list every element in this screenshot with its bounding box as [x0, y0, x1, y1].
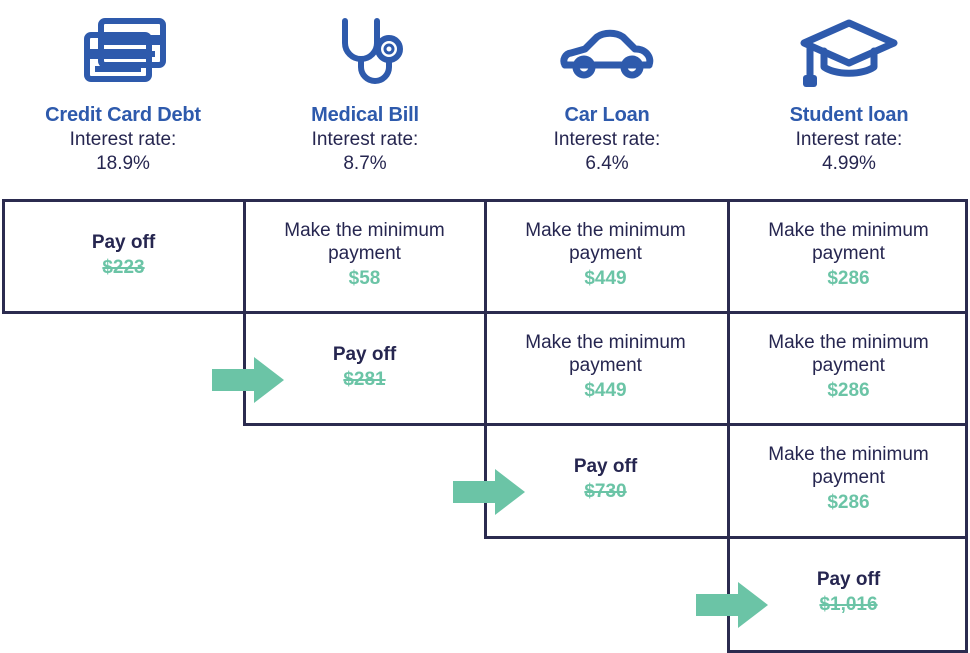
debt-name: Student loan — [789, 104, 909, 126]
graduation-cap-icon — [794, 10, 904, 102]
schedule-cell-r2c3[interactable]: Make the minimum payment $449 — [484, 311, 727, 424]
cell-amount-value: $730 — [584, 480, 627, 502]
cell-action-label: Make the minimum payment — [768, 219, 929, 265]
cell-action-label: Make the minimum payment — [768, 331, 929, 377]
schedule-cell-r3c3[interactable]: Pay off $730 — [484, 423, 727, 536]
cell-amount-value: $1,016 — [819, 593, 878, 615]
cell-amount-value: $286 — [827, 492, 870, 514]
cell-amount-value: $449 — [584, 268, 627, 290]
cell-amount-value: $286 — [827, 268, 870, 290]
cell-action-label: Make the minimum payment — [284, 219, 445, 265]
interest-rate-value: 8.7% — [343, 152, 387, 174]
debt-name: Credit Card Debt — [45, 104, 201, 126]
interest-rate-label: Interest rate: — [69, 129, 177, 150]
debt-header-row: Credit Card Debt Interest rate: 18.9% Me… — [2, 0, 970, 200]
credit-cards-icon — [75, 10, 171, 102]
cell-amount-value: $58 — [348, 268, 381, 290]
cell-action-label: Make the minimum payment — [525, 331, 686, 377]
rollover-arrow-to-car-loan — [453, 469, 525, 515]
schedule-cell-r1c3[interactable]: Make the minimum payment $449 — [484, 199, 727, 312]
interest-rate-value: 6.4% — [585, 152, 629, 174]
cell-action-label: Pay off — [573, 455, 638, 477]
cell-action-label: Make the minimum payment — [525, 219, 686, 265]
schedule-cell-r1c2[interactable]: Make the minimum payment $58 — [243, 199, 486, 312]
rollover-arrow-to-medical-bill — [212, 357, 284, 403]
schedule-cell-r3c4[interactable]: Make the minimum payment $286 — [727, 423, 970, 536]
cell-amount-value: $281 — [343, 368, 386, 390]
cell-action-label: Pay off — [816, 568, 881, 590]
cell-amount-value: $223 — [102, 256, 145, 278]
cell-action-label: Pay off — [91, 231, 156, 253]
interest-rate-value: 4.99% — [822, 152, 876, 174]
cell-action-label: Pay off — [332, 343, 397, 365]
debt-name: Car Loan — [564, 104, 650, 126]
cell-amount-value: $286 — [827, 380, 870, 402]
schedule-cell-r2c2[interactable]: Pay off $281 — [243, 311, 486, 424]
schedule-cell-r4c4[interactable]: Pay off $1,016 — [727, 536, 970, 649]
schedule-cell-r2c4[interactable]: Make the minimum payment $286 — [727, 311, 970, 424]
interest-rate-value: 18.9% — [96, 152, 150, 174]
schedule-cell-r1c4[interactable]: Make the minimum payment $286 — [727, 199, 970, 312]
car-icon — [552, 10, 662, 102]
interest-rate-label: Interest rate: — [311, 129, 419, 150]
debt-header-credit-card-debt: Credit Card Debt Interest rate: 18.9% — [2, 0, 244, 200]
debt-header-student-loan: Student loan Interest rate: 4.99% — [728, 0, 970, 200]
cell-action-label: Make the minimum payment — [768, 443, 929, 489]
interest-rate-label: Interest rate: — [795, 129, 903, 150]
debt-header-medical-bill: Medical Bill Interest rate: 8.7% — [244, 0, 486, 200]
interest-rate-label: Interest rate: — [553, 129, 661, 150]
rollover-arrow-to-student-loan — [696, 582, 768, 628]
schedule-cell-r1c1[interactable]: Pay off $223 — [2, 199, 245, 312]
debt-name: Medical Bill — [311, 104, 419, 126]
cell-amount-value: $449 — [584, 380, 627, 402]
stethoscope-icon — [317, 10, 413, 102]
debt-header-car-loan: Car Loan Interest rate: 6.4% — [486, 0, 728, 200]
